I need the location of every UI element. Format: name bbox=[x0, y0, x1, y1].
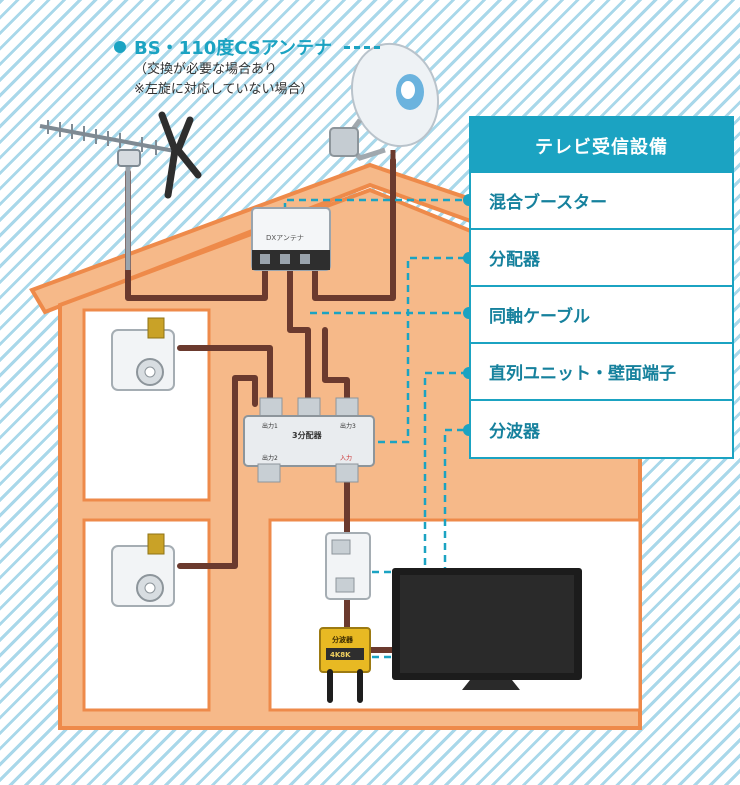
equipment-item-booster: 混合ブースター bbox=[471, 173, 732, 230]
leader-booster bbox=[283, 198, 469, 210]
separator-brand-text: 分波器 bbox=[332, 635, 354, 644]
antenna-label-dash bbox=[344, 45, 381, 49]
booster-brand-text: DXアンテナ bbox=[266, 234, 304, 242]
cable-bs-to-booster bbox=[312, 157, 396, 301]
wall-outlet-upper-icon bbox=[111, 317, 175, 391]
wall-outlet-lower-icon bbox=[111, 533, 175, 607]
antenna-note-line1: （交換が必要な場合あり bbox=[134, 62, 278, 77]
splitter-icon: 3分配器 出力1 出力3 出力2 入力 bbox=[243, 397, 375, 483]
antenna-note-line2: ※左旋に対応していない場合） bbox=[134, 82, 314, 97]
equipment-panel: テレビ受信設備 混合ブースター 分配器 同軸ケーブル 直列ユニット・壁面端子 分… bbox=[469, 116, 734, 459]
antenna-label-dot bbox=[114, 41, 126, 53]
equipment-panel-title: テレビ受信設備 bbox=[471, 118, 732, 173]
cable-splitter-to-lower-outlet bbox=[177, 375, 258, 569]
separator-icon: 分波器 4K8K bbox=[319, 627, 371, 703]
antenna-label-text: BS・110度CSアンテナ bbox=[134, 38, 333, 59]
equipment-item-wall-unit: 直列ユニット・壁面端子 bbox=[471, 344, 732, 401]
coax-cables bbox=[125, 157, 398, 653]
equipment-item-coax: 同軸ケーブル bbox=[471, 287, 732, 344]
splitter-port-out2: 出力2 bbox=[262, 454, 278, 462]
equipment-item-splitter: 分配器 bbox=[471, 230, 732, 287]
cable-splitter-to-wall-unit bbox=[322, 327, 350, 537]
series-unit-icon bbox=[325, 532, 371, 600]
antenna-label: BS・110度CSアンテナ bbox=[114, 34, 381, 60]
uhf-antenna-icon bbox=[39, 111, 202, 270]
splitter-model-text: 3分配器 bbox=[292, 430, 323, 440]
cable-booster-to-splitter bbox=[287, 265, 311, 407]
equipment-item-separator: 分波器 bbox=[489, 422, 540, 442]
separator-badge-text: 4K8K bbox=[330, 651, 351, 659]
cable-splitter-to-upper-outlet bbox=[177, 345, 273, 407]
splitter-port-out1: 出力1 bbox=[262, 422, 278, 430]
splitter-port-out3: 出力3 bbox=[340, 422, 356, 430]
booster-icon: DXアンテナ bbox=[251, 207, 331, 271]
splitter-port-in: 入力 bbox=[340, 454, 352, 462]
tv-icon bbox=[392, 568, 582, 690]
antenna-note: （交換が必要な場合あり ※左旋に対応していない場合） bbox=[134, 60, 314, 100]
leader-splitter bbox=[378, 256, 469, 444]
